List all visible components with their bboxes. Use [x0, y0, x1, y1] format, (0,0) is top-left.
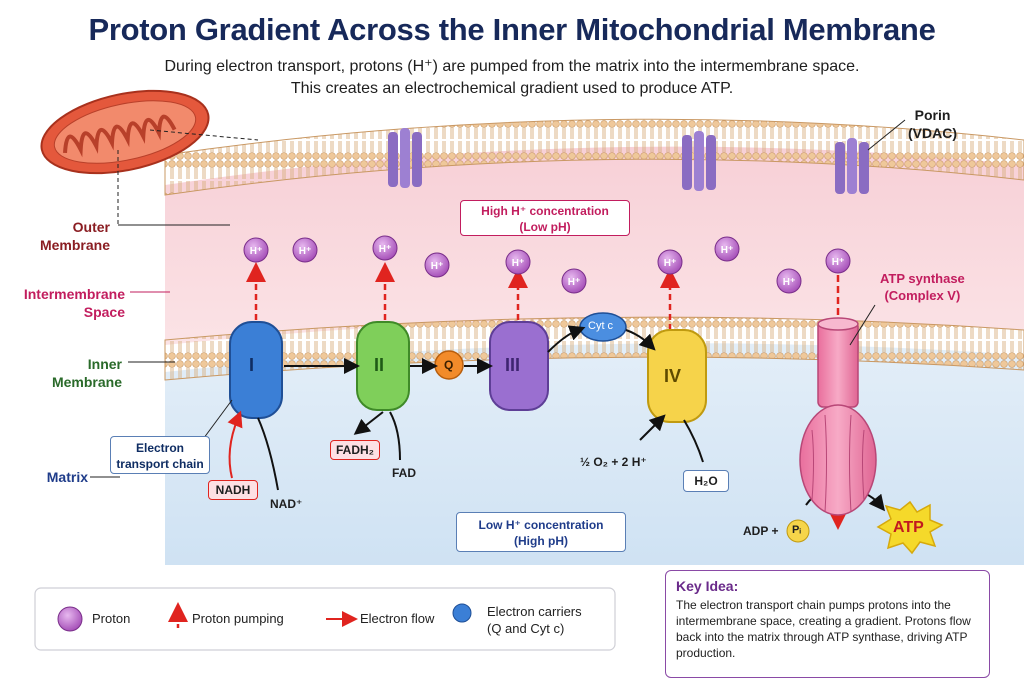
low-concentration-box: Low H⁺ concentration (High pH) [456, 512, 626, 552]
key-idea-box: Key Idea: The electron transport chain p… [665, 570, 990, 678]
subtitle-line-1: During electron transport, protons (H⁺) … [164, 58, 860, 75]
subtitle-line-2: This creates an electrochemical gradient… [290, 80, 734, 97]
proton-label: H⁺ [832, 257, 845, 268]
high-concentration-box: High H⁺ concentration (Low pH) [460, 200, 630, 236]
proton-label: H⁺ [250, 246, 263, 257]
proton-label: H⁺ [664, 258, 677, 269]
matrix-label: Matrix [46, 469, 88, 485]
proton-icon [372, 235, 398, 261]
q-label: Q [444, 358, 454, 372]
porin-channel [388, 128, 422, 188]
proton-label: H⁺ [568, 277, 581, 288]
cytc-label: Cyt c [588, 320, 614, 332]
atp-synthase-label: ATP synthase (Complex V) [880, 271, 965, 303]
pi-label: Pᵢ [792, 524, 801, 536]
key-idea-body: The electron transport chain pumps proto… [676, 598, 971, 660]
atp-synthase [799, 317, 877, 516]
proton-label: H⁺ [299, 246, 312, 257]
atp-label: ATP [893, 519, 924, 536]
proton-icon [776, 268, 802, 294]
proton-icon [243, 237, 269, 263]
electron-transport-chain-box: Electron transport chain [110, 436, 210, 474]
intermembrane-space-label: Intermembrane Space [23, 286, 125, 320]
key-idea-title: Key Idea: [676, 578, 739, 594]
porin-label: Porin (VDAC) [908, 107, 957, 141]
nadh-box: NADH [208, 480, 258, 500]
mitochondrion-thumbnail [40, 89, 210, 175]
proton-icon [714, 236, 740, 262]
atp-burst [876, 500, 944, 555]
proton-label: H⁺ [783, 277, 796, 288]
proton-label: H⁺ [379, 244, 392, 255]
proton-icon [424, 252, 450, 278]
water-box: H₂O [683, 470, 729, 492]
proton-icon [292, 237, 318, 263]
outer-membrane-label: Outer Membrane [39, 219, 110, 253]
legend-pumping-label: Proton pumping [192, 611, 284, 626]
legend-proton-icon [57, 606, 83, 632]
complex-ii-label: II [374, 355, 385, 375]
phosphate-circle [786, 519, 810, 543]
nad-label: NAD⁺ [270, 497, 303, 511]
complex-iv-label: IV [664, 366, 682, 386]
proton-label: H⁺ [512, 258, 525, 269]
proton-label: H⁺ [721, 245, 734, 256]
proton-icon [825, 248, 851, 274]
adp-label: ADP + [743, 524, 779, 538]
proton-icon [561, 268, 587, 294]
porin-channel [682, 131, 716, 191]
outer-membrane [164, 118, 1024, 196]
fadh2-box: FADH₂ [330, 440, 380, 460]
proton-icon [505, 249, 531, 275]
page-title: Proton Gradient Across the Inner Mitocho… [88, 12, 936, 47]
legend-electron-label: Electron flow [360, 611, 435, 626]
complex-iv [647, 329, 707, 423]
porin-channel [835, 138, 869, 194]
complex-i-label: I [249, 355, 255, 375]
proton-icon [657, 249, 683, 275]
proton-label: H⁺ [431, 261, 444, 272]
intermembrane-space [165, 141, 1024, 345]
complex-iii-label: III [505, 355, 521, 375]
oxygen-label: ½ O₂ + 2 H⁺ [580, 455, 647, 469]
complex-i [229, 321, 283, 419]
fad-label: FAD [392, 466, 416, 480]
legend-carrier-icon [452, 603, 472, 623]
legend-proton-label: Proton [92, 611, 131, 626]
legend-carriers-label: Electron carriers (Q and Cyt c) [487, 604, 582, 636]
inner-membrane-label: Inner Membrane [51, 356, 122, 390]
